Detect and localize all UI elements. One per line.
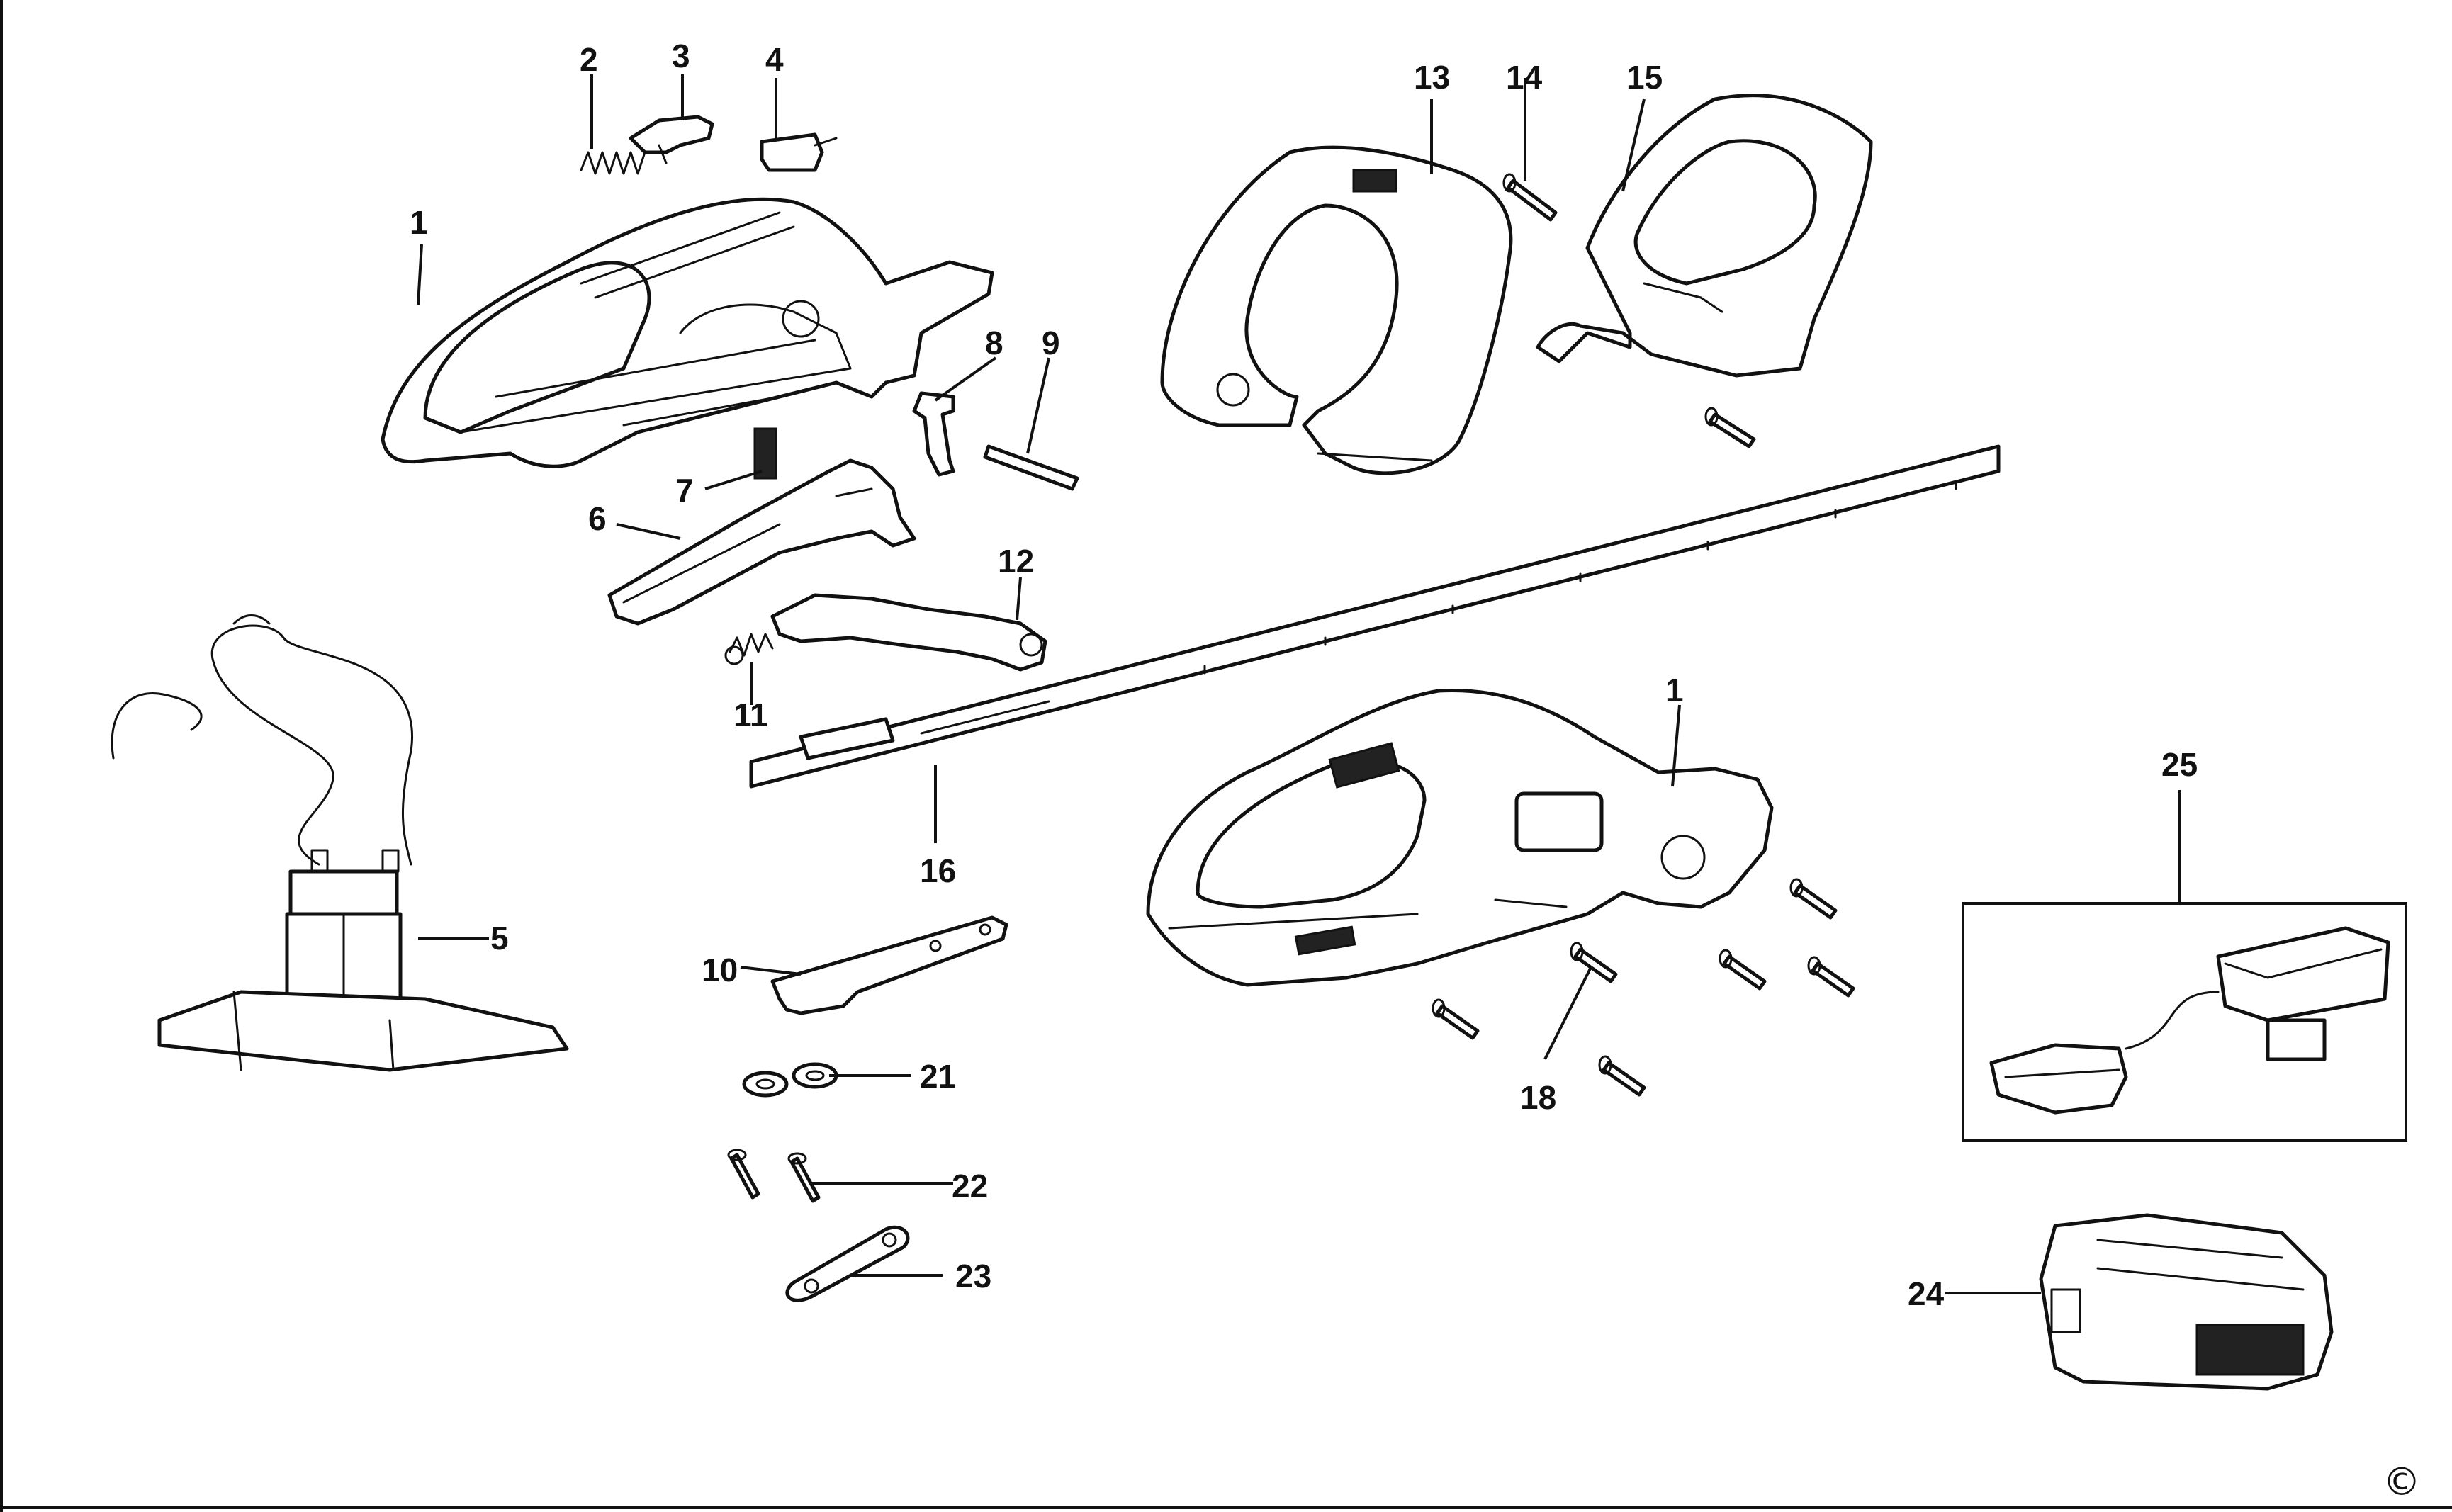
callout-16: 16 bbox=[920, 852, 956, 889]
part-battery-24 bbox=[2039, 1213, 2334, 1391]
callout-23: 23 bbox=[955, 1258, 991, 1294]
callout-25: 25 bbox=[2161, 746, 2198, 783]
part-handguard-15 bbox=[1536, 94, 1873, 378]
part-lock-button-3 bbox=[629, 115, 714, 164]
part-charger-25 bbox=[1962, 902, 2407, 1142]
part-pin-9 bbox=[983, 444, 1079, 491]
callout-13: 13 bbox=[1414, 59, 1450, 96]
callout-8: 8 bbox=[985, 325, 1003, 361]
callout-18: 18 bbox=[1520, 1079, 1556, 1116]
callout-1-upper: 1 bbox=[410, 204, 428, 241]
callout-14: 14 bbox=[1506, 59, 1543, 96]
callout-5: 5 bbox=[490, 920, 509, 957]
part-link-plate-10 bbox=[770, 915, 1008, 1015]
part-spring-7 bbox=[753, 427, 777, 480]
part-screws-18 bbox=[1432, 878, 1855, 1097]
copyright-symbol: © bbox=[2383, 1460, 2421, 1504]
part-lever-8 bbox=[912, 391, 955, 477]
part-spring-11 bbox=[724, 633, 774, 665]
callout-24: 24 bbox=[1908, 1275, 1945, 1312]
leader-lines bbox=[417, 74, 2181, 1294]
part-screw-14 bbox=[1502, 173, 1558, 222]
part-housing-half-lower bbox=[1146, 688, 1774, 987]
callout-labels: 2 3 4 1 5 6 7 8 9 11 12 10 13 14 15 16 1… bbox=[410, 38, 2421, 1504]
part-microswitch-4 bbox=[760, 132, 838, 172]
part-housing-half-upper bbox=[381, 197, 994, 468]
part-trigger-6 bbox=[607, 458, 916, 626]
part-bushings-21 bbox=[742, 1062, 838, 1098]
callout-4: 4 bbox=[765, 41, 784, 78]
callout-21: 21 bbox=[920, 1058, 956, 1095]
callout-22: 22 bbox=[952, 1168, 988, 1204]
callout-11: 11 bbox=[733, 696, 768, 733]
callout-7: 7 bbox=[675, 472, 694, 509]
part-blade-16 bbox=[749, 444, 2001, 789]
part-bolts-22 bbox=[727, 1149, 821, 1203]
callout-2: 2 bbox=[580, 41, 598, 78]
part-spring-2 bbox=[580, 151, 646, 175]
callout-3: 3 bbox=[672, 38, 690, 74]
callout-9: 9 bbox=[1042, 325, 1060, 361]
callout-12: 12 bbox=[998, 543, 1034, 580]
callout-1-lower: 1 bbox=[1665, 672, 1684, 709]
part-link-23 bbox=[785, 1225, 910, 1302]
part-front-handle-13 bbox=[1160, 145, 1513, 475]
callout-6: 6 bbox=[588, 500, 607, 537]
callout-10: 10 bbox=[702, 952, 738, 988]
part-rear-trigger-12 bbox=[770, 593, 1047, 672]
part-screw-guard bbox=[1704, 407, 1756, 448]
callout-15: 15 bbox=[1626, 59, 1663, 96]
part-motor-5 bbox=[111, 614, 569, 1072]
